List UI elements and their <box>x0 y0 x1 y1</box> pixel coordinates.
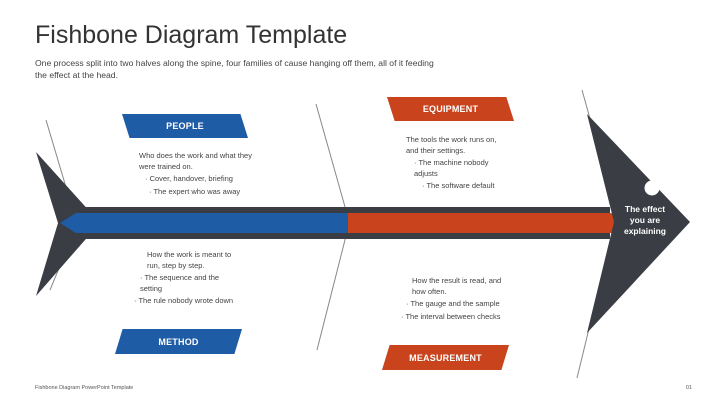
fish-head <box>587 114 690 333</box>
footer-text: Fishbone Diagram PowerPoint Template <box>35 385 134 391</box>
category-measurement-label: MEASUREMENT <box>409 352 482 363</box>
category-people-description: Who does the work and what they were tra… <box>139 151 252 171</box>
page-number: 01 <box>685 385 692 391</box>
category-people-bullet: · The expert who was away <box>149 186 241 196</box>
spine-orange <box>348 213 620 233</box>
category-method-bullet: · The rule nobody wrote down <box>134 296 234 305</box>
category-measurement-banner: MEASUREMENT <box>382 345 509 370</box>
effect-line: explaining <box>623 226 667 236</box>
category-measurement-bullet: · The gauge and the sample <box>406 299 500 308</box>
bone-mid-lower <box>316 231 348 351</box>
fish-eye <box>644 180 660 196</box>
effect-line: you are <box>629 215 661 225</box>
category-method-bullet: · The sequence and the setting <box>140 273 220 293</box>
category-people-text: Who does the work and what they were tra… <box>139 151 254 197</box>
page-subtitle: One process split into two halves along … <box>35 58 434 80</box>
category-method-banner: METHOD <box>115 329 242 354</box>
category-method-description: How the work is meant to run, step by st… <box>147 250 232 270</box>
page-title: Fishbone Diagram Template <box>35 21 348 49</box>
category-measurement-text: How the result is read, and how often. ·… <box>401 276 513 322</box>
category-equipment-bullet: · The machine nobody adjusts <box>414 158 489 178</box>
category-equipment-description: The tools the work runs on, and their se… <box>406 135 497 155</box>
category-equipment-label: EQUIPMENT <box>422 104 479 114</box>
bone-mid-upper <box>315 103 348 215</box>
effect-line: The effect <box>624 204 666 214</box>
effect-label: The effect you are explaining <box>613 204 677 237</box>
category-people-bullet: · Cover, handover, briefing <box>145 174 233 183</box>
category-method-label: METHOD <box>158 336 199 347</box>
category-people-label: PEOPLE <box>166 121 204 131</box>
category-method-text: How the work is meant to run, step by st… <box>134 250 242 307</box>
category-equipment-banner: EQUIPMENT <box>387 97 514 121</box>
category-measurement-description: How the result is read, and how often. <box>412 276 502 296</box>
category-people-banner: PEOPLE <box>122 114 248 138</box>
category-equipment-text: The tools the work runs on, and their se… <box>406 135 506 192</box>
spine-blue <box>60 213 348 233</box>
category-equipment-bullet: · The software default <box>422 181 495 190</box>
category-measurement-bullet: · The interval between checks <box>401 311 501 321</box>
